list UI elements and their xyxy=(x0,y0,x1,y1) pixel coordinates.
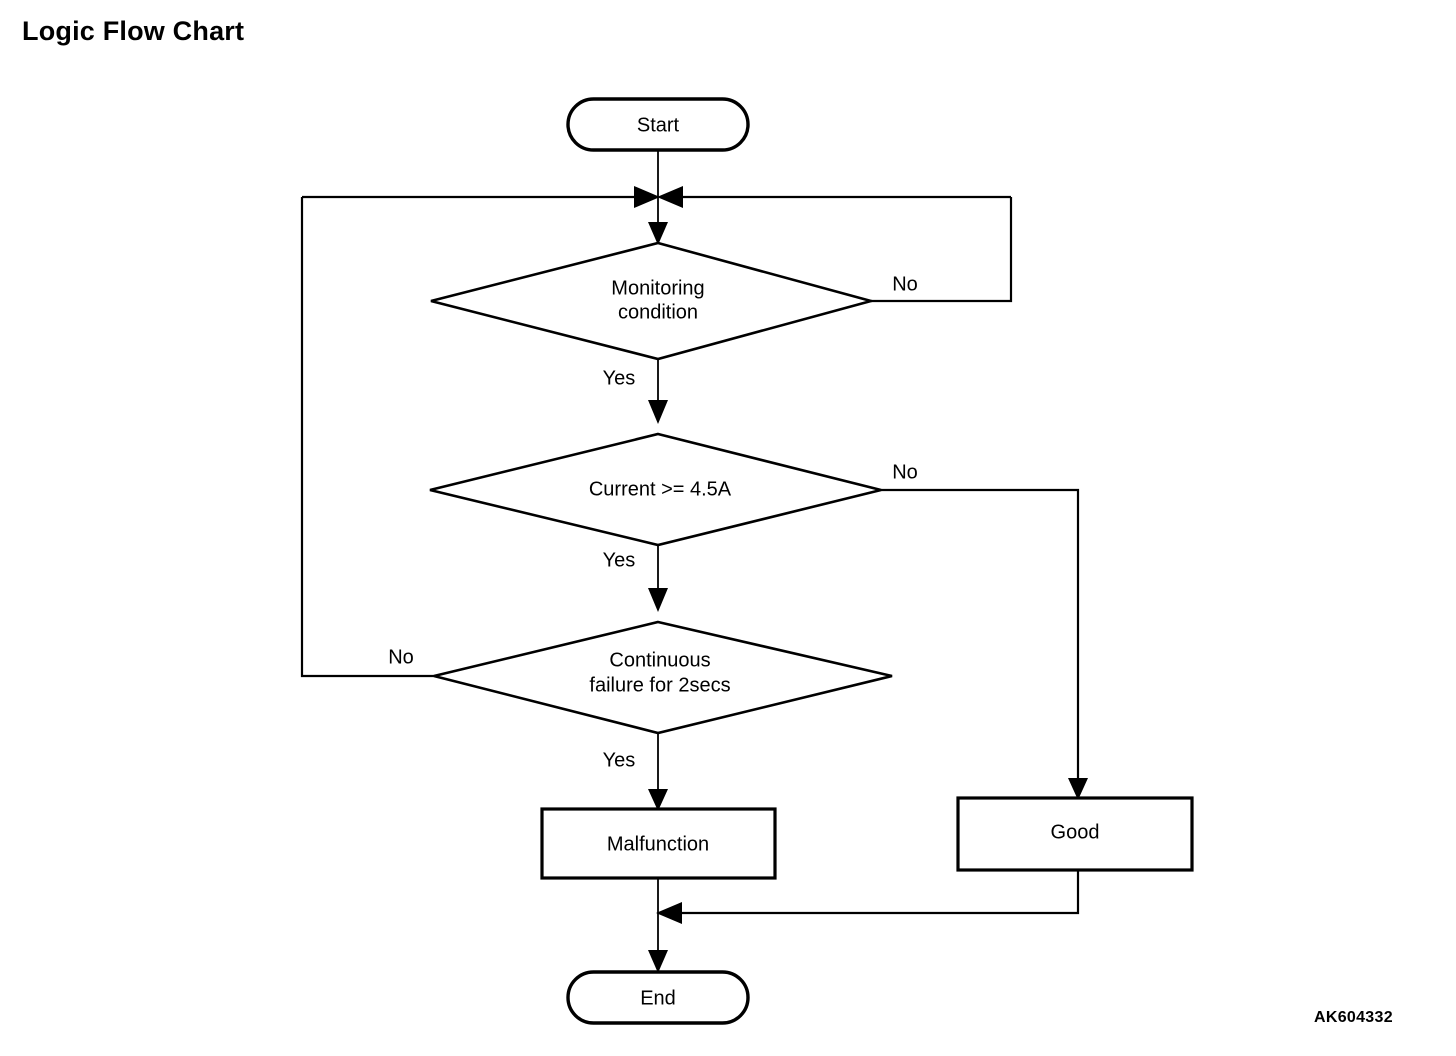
current-label: Current >= 4.5A xyxy=(589,478,732,500)
connector-good-to-end xyxy=(672,870,1080,915)
monitoring-label-line1: Monitoring xyxy=(611,277,704,299)
edge-label-monitoring-yes: Yes xyxy=(603,367,636,389)
node-malfunction[interactable]: Malfunction xyxy=(540,807,777,880)
arrow-head-to-good xyxy=(1068,778,1088,800)
connector-monitoring-no xyxy=(871,197,1013,303)
current-decision-shape xyxy=(429,432,882,547)
edge-label-monitoring-no: No xyxy=(892,273,918,295)
reference-code: AK604332 xyxy=(1314,1009,1393,1026)
node-monitoring-condition[interactable]: Monitoring condition xyxy=(430,241,876,361)
malfunction-label: Malfunction xyxy=(607,833,709,855)
continuous-decision-shape xyxy=(433,620,893,735)
end-terminator-shape xyxy=(566,970,750,1025)
connector-continuous-no xyxy=(300,197,434,678)
arrow-head-to-continuous xyxy=(648,588,668,612)
connector-current-no xyxy=(881,488,1080,786)
edge-label-current-yes: Yes xyxy=(603,549,636,571)
edge-label-continuous-no: No xyxy=(388,646,414,668)
start-label: Start xyxy=(637,114,680,136)
monitoring-label-line2: condition xyxy=(618,301,698,323)
malfunction-box-shape xyxy=(540,807,777,880)
continuous-label-line1: Continuous xyxy=(609,649,710,671)
edge-label-current-no: No xyxy=(892,461,918,483)
arrow-head-to-end xyxy=(648,950,668,973)
continuous-label-line2: failure for 2secs xyxy=(589,674,730,696)
good-label: Good xyxy=(1051,821,1100,843)
edge-label-continuous-yes: Yes xyxy=(603,749,636,771)
node-start[interactable]: Start xyxy=(566,97,750,152)
arrow-head-loopback-left xyxy=(634,186,660,208)
arrow-head-loopback-right xyxy=(657,186,683,208)
end-label: End xyxy=(640,987,676,1009)
arrow-head-to-current xyxy=(648,400,668,424)
page-title: Logic Flow Chart xyxy=(22,16,245,46)
arrow-head-to-monitoring xyxy=(648,222,668,245)
node-continuous-failure[interactable]: Continuous failure for 2secs xyxy=(433,620,893,735)
arrow-head-to-malfunction xyxy=(648,789,668,811)
node-good[interactable]: Good xyxy=(956,796,1194,872)
good-box-shape xyxy=(956,796,1194,872)
node-end[interactable]: End xyxy=(566,970,750,1025)
monitoring-decision-shape xyxy=(430,241,876,361)
node-current-threshold[interactable]: Current >= 4.5A xyxy=(429,432,882,547)
start-terminator-shape xyxy=(566,97,750,152)
arrow-head-good-merge xyxy=(656,902,682,924)
